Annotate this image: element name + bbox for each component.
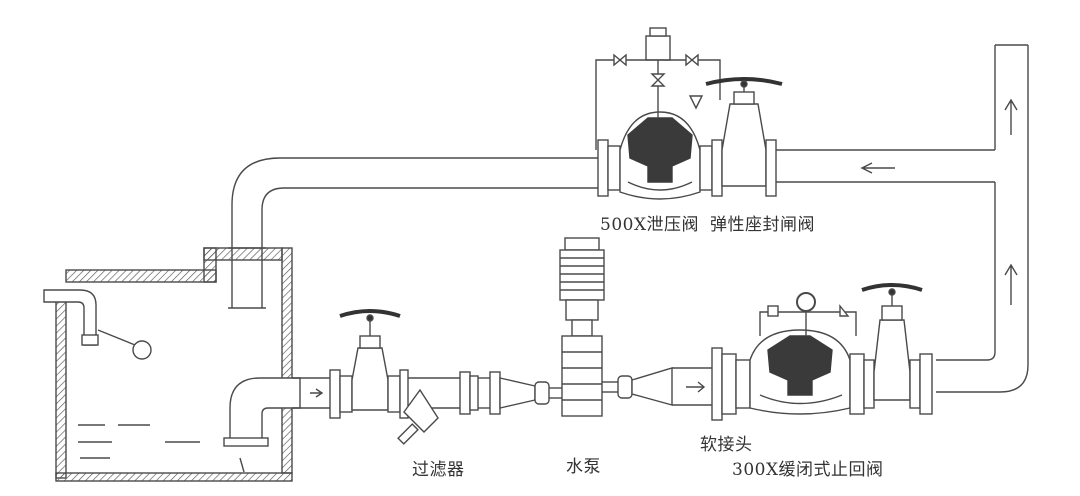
riser-pipe (936, 44, 1029, 393)
outlet-gate-valve (861, 283, 933, 415)
check-valve-300x (721, 292, 865, 415)
suction-elbow (223, 377, 301, 473)
relief-valve-500x (595, 27, 723, 200)
water-tank (55, 247, 293, 482)
label-relief-valve: 500X泄压阀 (600, 215, 700, 235)
float-valve (43, 289, 152, 360)
label-resilient-gate-valve: 弹性座封闸阀 (710, 215, 815, 235)
pump-outlet (602, 347, 723, 421)
pump-inlet-pipe (478, 371, 562, 415)
label-check-valve: 300X缓闭式止回阀 (732, 460, 884, 480)
return-pipe (228, 149, 995, 309)
y-strainer (397, 371, 479, 445)
label-flexible-joint: 软接头 (700, 435, 753, 455)
label-filter: 过滤器 (412, 460, 465, 480)
resilient-gate-valve (705, 77, 783, 197)
flexible-joint-shape (617, 375, 633, 399)
inlet-gate-valve (329, 309, 409, 419)
suction-line (292, 377, 330, 409)
water-pump (559, 237, 605, 417)
label-pump: 水泵 (566, 457, 601, 477)
flow-arrow-return (860, 162, 895, 174)
